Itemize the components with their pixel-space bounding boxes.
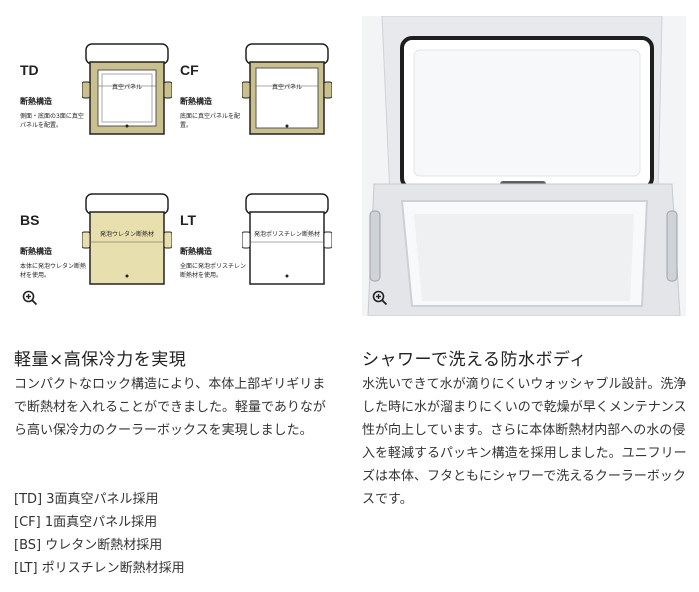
fill-label: 真空パネル	[272, 83, 302, 91]
diagram-description: 全面に発泡ポリスチレン断熱材を使用。	[180, 263, 247, 279]
diagram-structure-label: 断熱構造	[180, 97, 212, 106]
diagram-structure-label: 断熱構造	[20, 97, 52, 106]
fill-label: 真空パネル	[112, 83, 142, 91]
diagram-code: TD	[20, 62, 39, 78]
cooler-cross-section-cf: 真空パネル	[242, 43, 332, 135]
section-heading-waterproof: シャワーで洗える防水ボディ	[362, 350, 587, 370]
diagram-description: 側面・底面の3面に真空パネルを配置。	[20, 113, 84, 129]
diagram-code: LT	[180, 212, 197, 228]
zoom-in-icon[interactable]	[22, 290, 38, 306]
diagram-description: 底面に真空パネルを配置。	[180, 113, 241, 129]
section-body-lightweight: コンパクトなロック構造により、本体上部ギリギリまで断熱材を入れることができました…	[14, 377, 326, 438]
insulation-diagram[interactable]: TD 断熱構造 側面・底面の3面に真空パネルを配置。 真空パネル CF 断熱構造…	[12, 14, 332, 314]
spec-item: [BS] ウレタン断熱材採用	[14, 538, 163, 553]
zoom-in-icon[interactable]	[372, 290, 388, 306]
section-body-waterproof: 水洗いできて水が滴りにくいウォッシャブル設計。洗浄した時に水が溜まりにくいので乾…	[362, 377, 687, 507]
insulation-spec-list: [TD] 3面真空パネル採用 [CF] 1面真空パネル採用 [BS] ウレタン断…	[14, 488, 185, 580]
diagram-td: TD 断熱構造 側面・底面の3面に真空パネルを配置。 真空パネル	[12, 14, 172, 144]
diagram-code: BS	[20, 212, 40, 228]
spec-item: [LT] ポリスチレン断熱材採用	[14, 561, 185, 576]
cooler-cross-section-td: 真空パネル	[82, 43, 172, 135]
diagram-structure-label: 断熱構造	[180, 247, 212, 256]
fill-label: 発泡ポリスチレン断熱材	[254, 230, 320, 238]
diagram-structure-label: 断熱構造	[20, 247, 52, 256]
cooler-cross-section-lt: 発泡ポリスチレン断熱材	[242, 193, 332, 285]
diagram-cf: CF 断熱構造 底面に真空パネルを配置。 真空パネル	[172, 14, 332, 144]
fill-label: 発泡ウレタン断熱材	[100, 230, 154, 238]
section-heading-lightweight: 軽量×高保冷力を実現	[14, 350, 187, 370]
diagram-bs: BS 断熱構造 本体に発泡ウレタン断熱材を使用。 発泡ウレタン断熱材	[12, 164, 172, 294]
cooler-photo[interactable]	[362, 16, 686, 316]
diagram-lt: LT 断熱構造 全面に発泡ポリスチレン断熱材を使用。 発泡ポリスチレン断熱材	[172, 164, 332, 294]
diagram-description: 本体に発泡ウレタン断熱材を使用。	[20, 263, 87, 279]
spec-item: [CF] 1面真空パネル採用	[14, 515, 158, 530]
cooler-cross-section-bs: 発泡ウレタン断熱材	[82, 193, 172, 285]
spec-item: [TD] 3面真空パネル採用	[14, 492, 159, 507]
diagram-code: CF	[180, 62, 199, 78]
